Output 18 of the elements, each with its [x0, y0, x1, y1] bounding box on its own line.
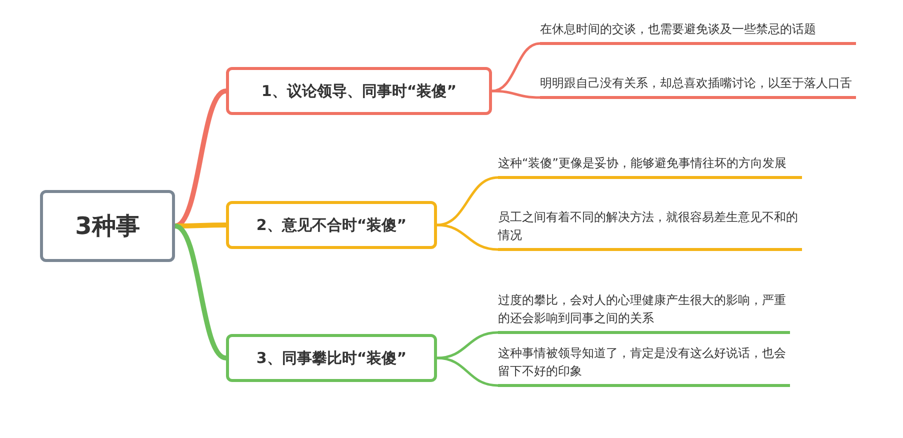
- subtopic-item: 在休息时间的交谈，也需要避免谈及一些禁忌的话题: [540, 20, 856, 45]
- connector-line: [436, 176, 498, 226]
- connector-line: [436, 224, 498, 251]
- subtopic-item: 过度的攀比，会对人的心理健康产生很大的影响，严重的还会影响到同事之间的关系: [498, 291, 790, 334]
- subtopic-item: 员工之间有着不同的解决方法，就很容易差生意见不和的情况: [498, 208, 802, 251]
- subtopic-item: 这种“装傻”更像是妥协，能够避免事情往坏的方向发展: [498, 154, 802, 179]
- connector-line: [174, 224, 228, 360]
- connector-line: [492, 42, 540, 92]
- topic-box: 1、议论领导、同事时“装傻”: [226, 67, 492, 115]
- connector-line: [175, 222, 226, 228]
- connector-line: [436, 331, 498, 360]
- connector-line: [492, 90, 540, 99]
- central-topic-box: 3种事: [40, 190, 175, 262]
- connector-line: [436, 356, 498, 387]
- subtopic-item: 明明跟自己没有关系，却总喜欢插嘴讨论，以至于落人口舌: [540, 74, 856, 99]
- topic-box: 2、意见不合时“装傻”: [226, 201, 437, 249]
- subtopic-item: 这种事情被领导知道了，肯定是没有这么好说话，也会留下不好的印象: [498, 344, 790, 387]
- topic-box: 3、同事攀比时“装傻”: [226, 334, 437, 382]
